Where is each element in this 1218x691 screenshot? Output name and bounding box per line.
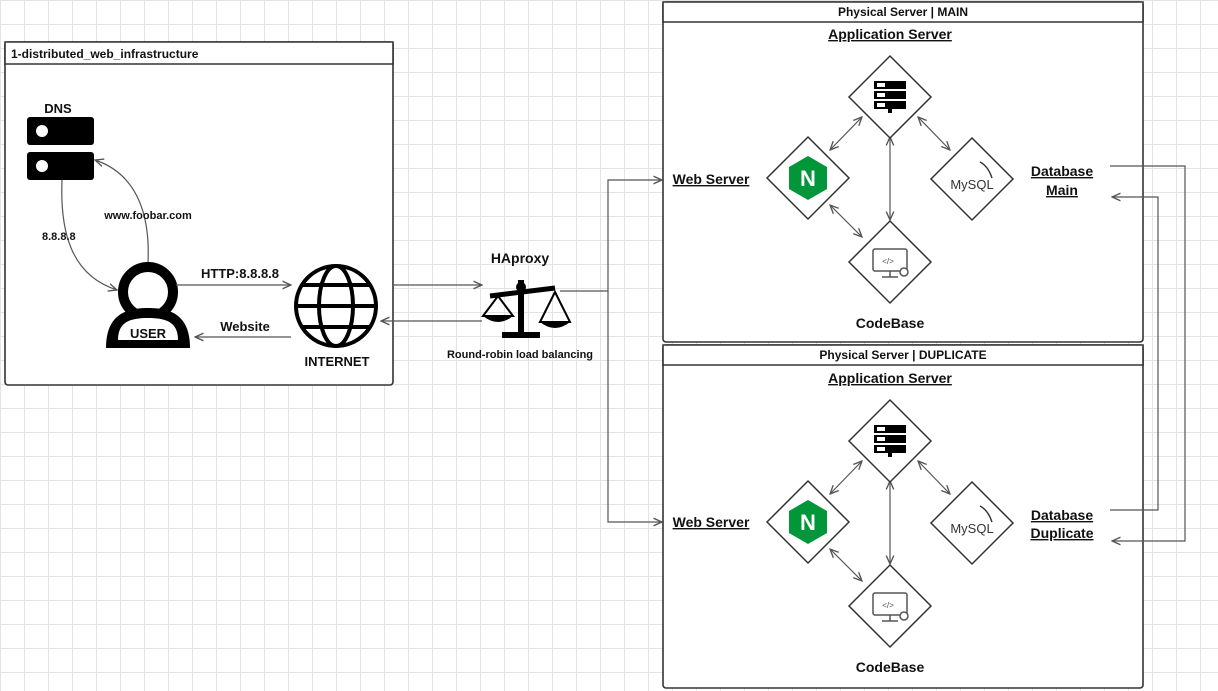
server-main-title: Physical Server | MAIN (838, 5, 968, 19)
app-db-link-dup (918, 461, 950, 494)
server-duplicate-web-label: Web Server (673, 514, 750, 530)
app-db-link (918, 117, 950, 150)
server-duplicate-codebase-label: CodeBase (856, 659, 925, 675)
request-label: HTTP:8.8.8.8 (201, 266, 279, 281)
app-web-link (830, 117, 862, 150)
lb-name: HAproxy (491, 250, 550, 266)
dns-label: DNS (44, 101, 72, 116)
server-duplicate-db-label-2: Duplicate (1030, 525, 1093, 541)
svg-text:N: N (800, 510, 816, 535)
internet-label: INTERNET (305, 354, 370, 369)
web-server-node: N (765, 135, 851, 221)
web-code-link (830, 205, 862, 237)
lb-caption: Round-robin load balancing (447, 349, 593, 361)
load-balancer-scale-icon (481, 280, 572, 338)
ip-label: 8.8.8.8 (42, 231, 76, 243)
svg-text:MySQL: MySQL (950, 177, 993, 192)
server-rack-icon (874, 81, 906, 113)
svg-text:MySQL: MySQL (950, 521, 993, 536)
web-server-node-dup: N (765, 479, 851, 565)
server-duplicate-title: Physical Server | DUPLICATE (819, 348, 986, 362)
svg-text:</>: </> (882, 257, 894, 266)
lb-to-main-arrow (560, 180, 662, 292)
svg-text:</>: </> (882, 601, 894, 610)
database-node: MySQL (929, 136, 1015, 222)
server-main: Physical Server | MAIN Application Serve… (662, 1, 1144, 343)
codebase-node-dup: </> (847, 563, 933, 649)
db-duplicate-to-main-arrow (1110, 197, 1159, 511)
user-icon (106, 262, 190, 348)
codebase-node: </> (847, 219, 933, 305)
mysql-icon: MySQL (950, 505, 994, 536)
domain-label: www.foobar.com (103, 210, 192, 222)
server-duplicate: Physical Server | DUPLICATE Application … (662, 344, 1144, 689)
database-node-dup: MySQL (929, 480, 1015, 566)
lb-to-duplicate-arrow (607, 291, 662, 522)
server-duplicate-app-label: Application Server (828, 370, 952, 386)
dns-query-arrow (95, 160, 149, 263)
globe-icon (294, 264, 378, 348)
server-duplicate-db-label-1: Database (1031, 507, 1093, 523)
web-code-link-dup (830, 549, 862, 581)
code-monitor-icon: </> (872, 592, 909, 622)
server-main-web-label: Web Server (673, 171, 750, 187)
server-main-app-label: Application Server (828, 26, 952, 42)
app-server-node (847, 54, 933, 140)
dns-response-arrow (61, 179, 117, 290)
server-rack-icon (874, 425, 906, 457)
response-label: Website (220, 319, 270, 334)
user-label: USER (130, 326, 167, 341)
dns-server-icon (27, 117, 94, 180)
nginx-icon: N (789, 500, 827, 544)
nginx-icon: N (789, 156, 827, 200)
server-main-db-label-1: Database (1031, 163, 1093, 179)
svg-text:N: N (800, 166, 816, 191)
db-main-to-duplicate-arrow (1110, 165, 1186, 541)
container-title: 1-distributed_web_infrastructure (11, 47, 199, 61)
app-web-link-dup (830, 461, 862, 494)
server-main-db-label-2: Main (1046, 182, 1078, 198)
mysql-icon: MySQL (950, 161, 994, 192)
server-main-codebase-label: CodeBase (856, 315, 925, 331)
app-server-node-dup (847, 398, 933, 484)
code-monitor-icon: </> (872, 248, 909, 278)
